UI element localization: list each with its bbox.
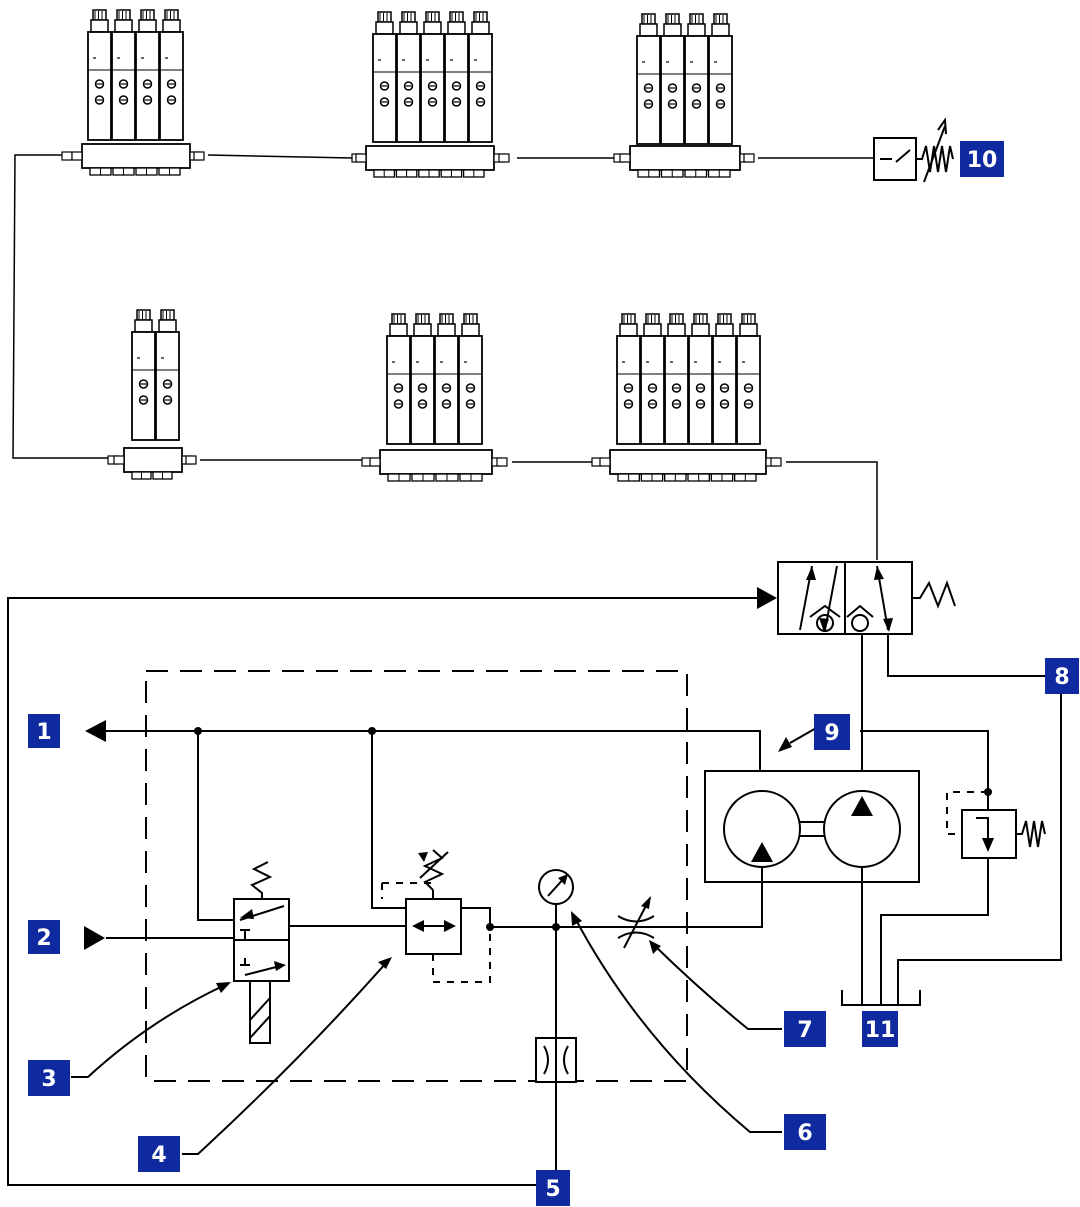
metering-unit (640, 313, 665, 445)
svg-text:6: 6 (797, 1121, 812, 1146)
metering-unit (434, 313, 459, 445)
callout-label-1: 1 (28, 714, 60, 748)
svg-text:5: 5 (545, 1177, 560, 1202)
metering-unit (712, 313, 737, 445)
svg-text:7: 7 (797, 1018, 812, 1043)
metering-unit (386, 313, 411, 445)
metering-unit (155, 309, 180, 441)
metering-unit (420, 11, 445, 143)
pump-unit (490, 718, 920, 1005)
metering-unit (616, 313, 641, 445)
metering-blocks (61, 9, 782, 482)
svg-text:2: 2 (36, 926, 51, 951)
manifold-bar (609, 449, 767, 475)
metering-unit (159, 9, 184, 141)
svg-text:1: 1 (36, 720, 51, 745)
metering-unit (111, 9, 136, 141)
metering-unit (372, 11, 397, 143)
manifold-bar (81, 143, 191, 169)
svg-text:11: 11 (865, 1018, 896, 1043)
distributor-block (351, 11, 510, 178)
metering-unit (660, 13, 685, 145)
solenoid-valve (84, 861, 290, 1044)
metering-unit (684, 13, 709, 145)
callout-label-4: 4 (138, 1136, 180, 1172)
metering-unit (688, 313, 713, 445)
reservoir-tank (841, 990, 921, 1006)
metering-unit (458, 313, 483, 445)
metering-unit (410, 313, 435, 445)
callout-label-6: 6 (784, 1114, 826, 1150)
metering-unit (87, 9, 112, 141)
callout-label-8: 8 (1045, 658, 1079, 694)
metering-unit (636, 13, 661, 145)
metering-unit (468, 11, 493, 143)
directional-valve (757, 561, 956, 635)
distribution-lines (12, 154, 878, 560)
pressure-switch (873, 117, 954, 183)
metering-unit (664, 313, 689, 445)
pressure-gauge (538, 869, 574, 1185)
metering-unit (736, 313, 761, 445)
svg-text:3: 3 (41, 1067, 56, 1092)
leader-lines (71, 911, 782, 1155)
manifold-bar (629, 145, 741, 171)
distributor-block (613, 13, 755, 178)
outlet-line (85, 720, 761, 921)
svg-text:4: 4 (151, 1143, 166, 1168)
callout-label-7: 7 (784, 1011, 826, 1047)
manifold-bar (123, 447, 183, 473)
svg-text:10: 10 (967, 148, 998, 173)
pressure-regulator (381, 849, 494, 983)
callout-label-10: 10 (960, 141, 1004, 177)
callout-label-3: 3 (28, 1060, 70, 1096)
metering-unit (135, 9, 160, 141)
manifold-bar (365, 145, 495, 171)
callout-label-2: 2 (28, 920, 60, 954)
manifold-bar (379, 449, 493, 475)
metering-unit (708, 13, 733, 145)
distributor-block (61, 9, 205, 176)
svg-text:9: 9 (824, 721, 839, 746)
relief-valve (860, 730, 1046, 1005)
metering-unit (131, 309, 156, 441)
orifice (535, 1037, 577, 1083)
callout-label-11: 11 (862, 1011, 898, 1047)
pump-unit-enclosure (145, 670, 688, 1082)
distributor-block (361, 313, 508, 482)
callout-label-5: 5 (536, 1170, 570, 1206)
distributor-block (107, 309, 197, 480)
metering-unit (444, 11, 469, 143)
throttle-valve (617, 896, 655, 949)
metering-unit (396, 11, 421, 143)
distributor-block (591, 313, 782, 482)
svg-text:8: 8 (1054, 665, 1069, 690)
callout-label-9: 9 (814, 714, 850, 750)
